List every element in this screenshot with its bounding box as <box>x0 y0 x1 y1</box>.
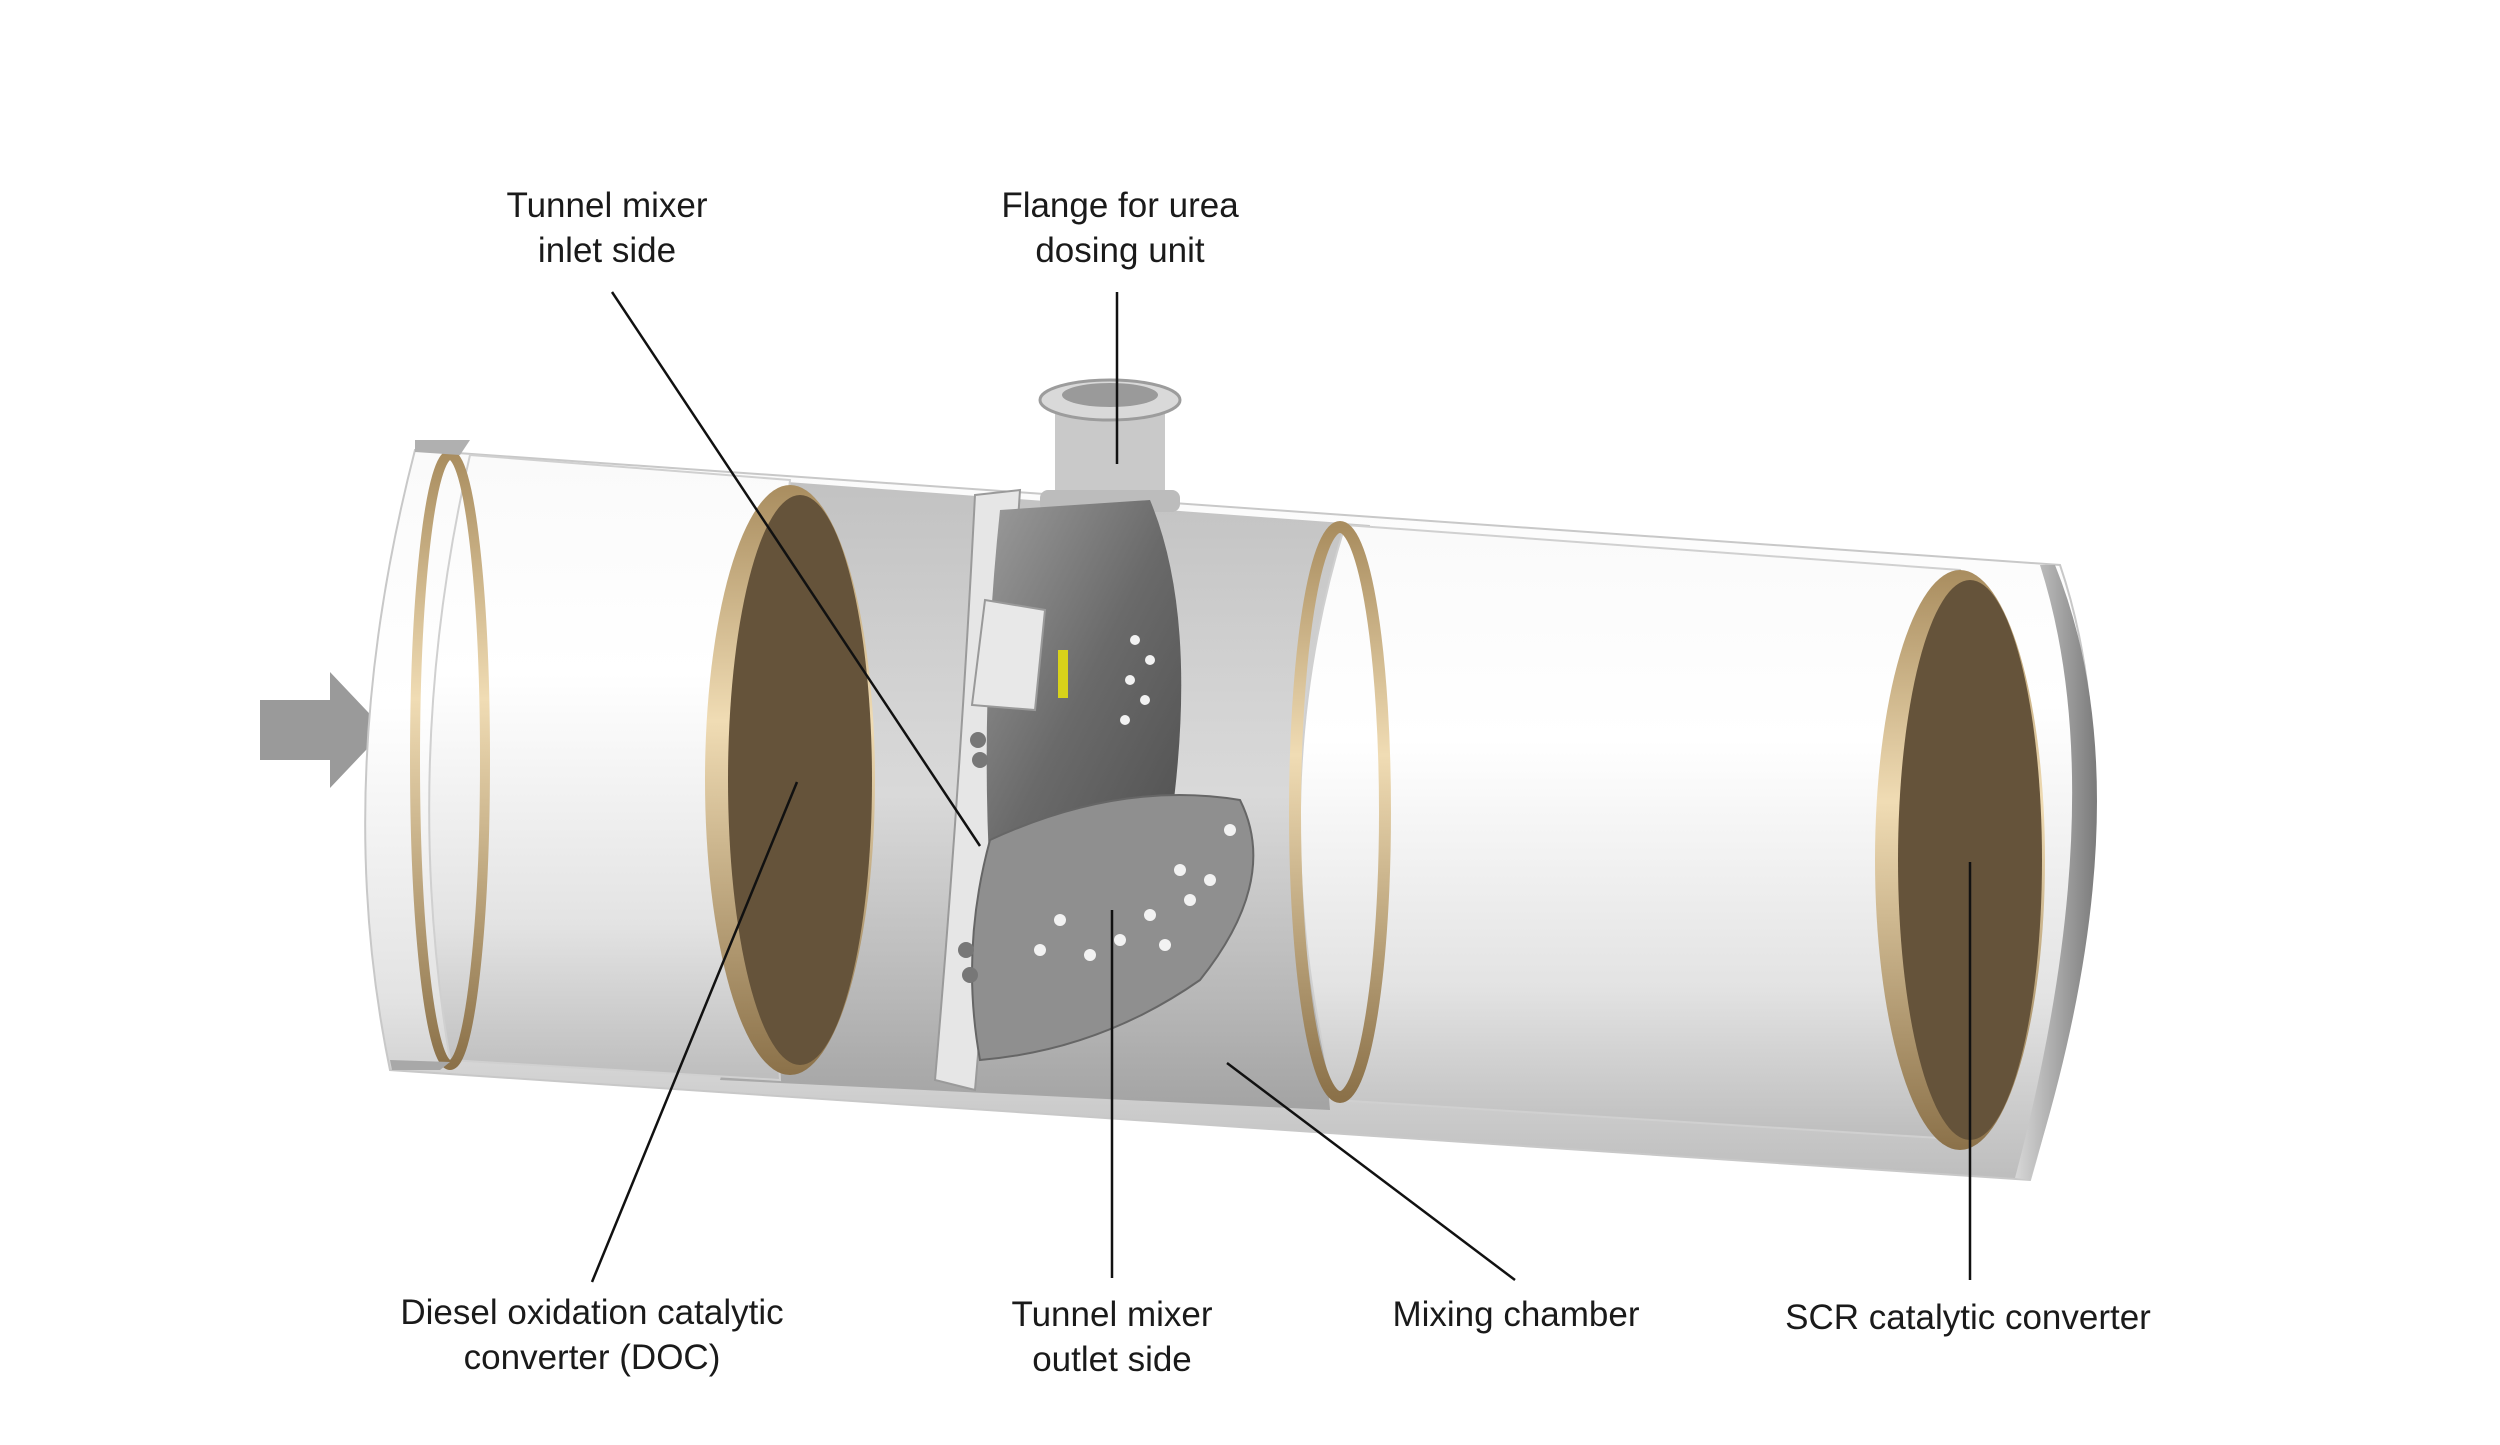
shell-top-lip <box>415 440 470 455</box>
inlet-plate-holes <box>958 732 988 983</box>
label-flange-urea-line1: Flange for urea <box>1001 186 1239 225</box>
mixer-yellow-marker <box>1058 650 1068 698</box>
label-mixing-chamber-line1: Mixing chamber <box>1392 1295 1640 1334</box>
shell-end-ring <box>2015 565 2097 1180</box>
label-doc: Diesel oxidation catalytic converter (DO… <box>400 1290 783 1380</box>
flow-direction-arrow-icon <box>260 672 385 788</box>
label-mixing-chamber: Mixing chamber <box>1392 1292 1639 1337</box>
doc-outlet-face <box>728 495 872 1065</box>
label-scr-line1: SCR catalytic converter <box>1785 1298 2151 1337</box>
label-tunnel-mixer-outlet-line2: outlet side <box>1032 1340 1192 1379</box>
leader-tunnel-mixer-inlet <box>610 291 982 847</box>
label-doc-line1: Diesel oxidation catalytic <box>400 1293 784 1332</box>
label-tunnel-mixer-outlet-line1: Tunnel mixer <box>1011 1295 1213 1334</box>
label-flange-urea-line2: dosing unit <box>1035 231 1205 270</box>
leader-doc <box>590 781 799 1283</box>
label-flange-urea: Flange for urea dosing unit <box>1001 183 1238 273</box>
leader-mixing-chamber <box>1226 1062 1516 1281</box>
mixer-perforations <box>1034 635 1236 961</box>
scr-outlet-face <box>1898 580 2042 1140</box>
label-tunnel-mixer-inlet-line2: inlet side <box>537 231 677 270</box>
leader-lines <box>590 291 1972 1283</box>
mixer-side-panel <box>970 598 1047 712</box>
label-tunnel-mixer-inlet: Tunnel mixer inlet side <box>507 183 708 273</box>
label-tunnel-mixer-inlet-line1: Tunnel mixer <box>506 186 708 225</box>
label-scr: SCR catalytic converter <box>1785 1295 2151 1340</box>
label-tunnel-mixer-outlet: Tunnel mixer outlet side <box>1012 1292 1213 1382</box>
label-doc-line2: converter (DOC) <box>463 1338 721 1377</box>
shell-bottom-lip <box>390 1060 450 1070</box>
doc-inlet-rim <box>410 450 490 1070</box>
scr-inlet-rim <box>1289 521 1391 1103</box>
urea-flange-neck <box>1055 410 1165 500</box>
tunnel-mixer-inlet-shroud <box>986 500 1182 880</box>
urea-flange-opening <box>1062 383 1158 407</box>
